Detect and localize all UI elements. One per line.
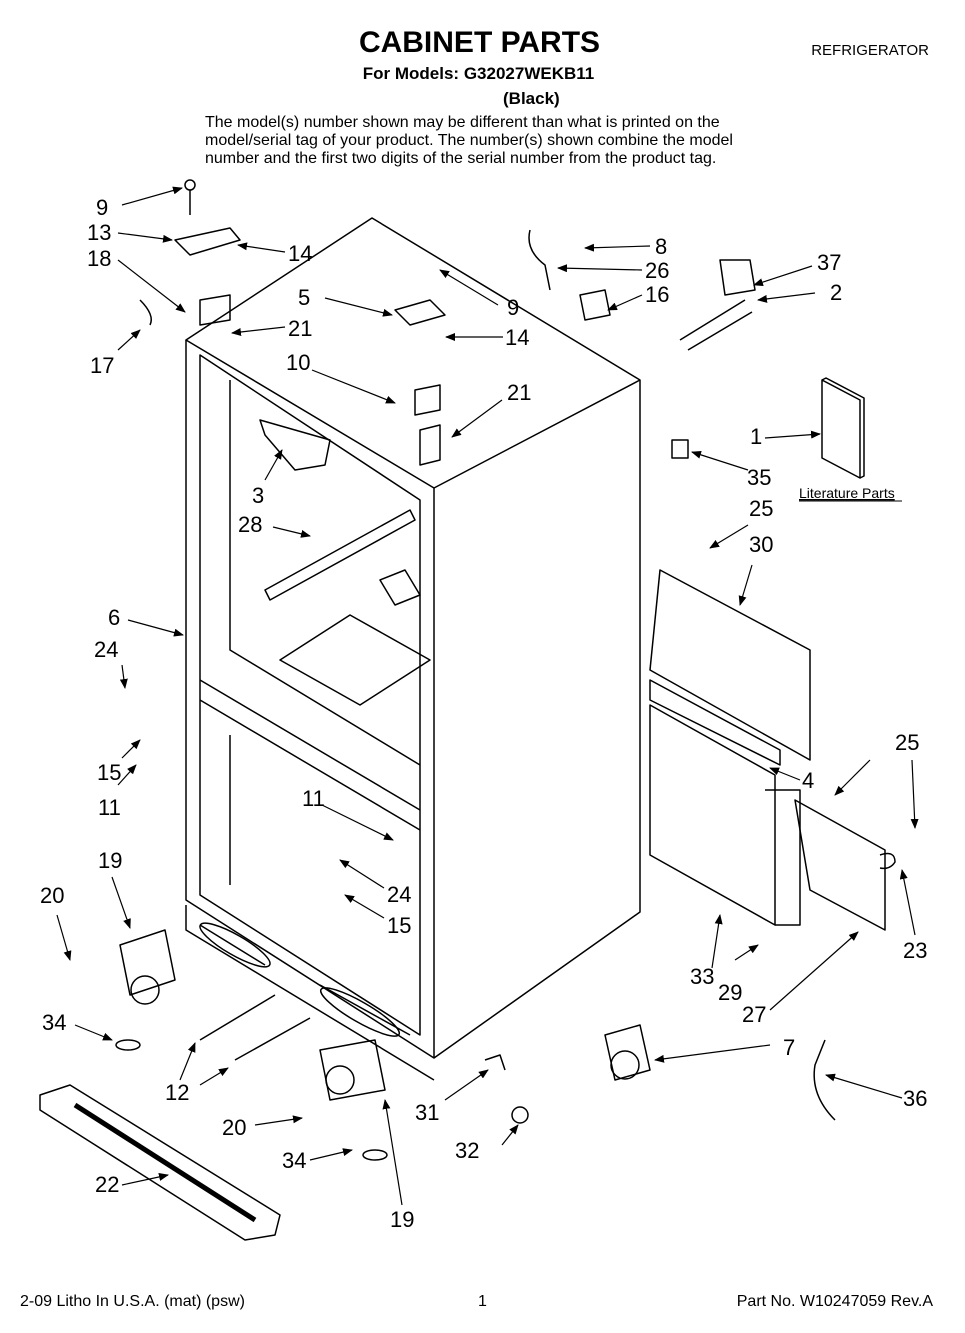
control-bracket: [794, 799, 886, 931]
literature-booklet: [821, 377, 865, 479]
callout-31: 31: [415, 1100, 439, 1125]
literature-parts-label: Literature Parts: [799, 485, 895, 501]
callout-29: 29: [718, 980, 742, 1005]
models-line: For Models: G32027WEKB11: [0, 64, 965, 84]
callout-15b: 15: [387, 913, 411, 938]
callout-19: 19: [98, 848, 122, 873]
callout-8: 8: [655, 234, 667, 259]
page-number: 1: [478, 1293, 487, 1310]
callout-33: 33: [690, 964, 714, 989]
callout-2: 2: [830, 280, 842, 305]
callout-5: 5: [298, 285, 310, 310]
callout-24: 24: [94, 637, 118, 662]
callout-11b: 11: [302, 786, 325, 811]
top-hinge-right: [394, 299, 446, 466]
callout-14b: 14: [505, 325, 529, 350]
callout-25b: 25: [895, 730, 919, 755]
footer-print-info: 2-09 Litho In U.S.A. (mat) (psw): [20, 1293, 245, 1310]
color-label: (Black): [503, 89, 560, 108]
callout-labels: 9 13 18 17 14 21 5 9 14 10 21 3 28 8 26 …: [40, 195, 927, 1232]
top-hinge-left: [174, 179, 241, 326]
callout-10: 10: [286, 350, 310, 375]
machine-compartment-cover: [649, 704, 801, 926]
callout-15: 15: [97, 760, 121, 785]
callout-12: 12: [165, 1080, 189, 1105]
callout-21: 21: [288, 316, 312, 341]
callout-32: 32: [455, 1138, 479, 1163]
page-title: CABINET PARTS: [0, 26, 965, 60]
callout-13: 13: [87, 220, 111, 245]
part-number: Part No. W10247059 Rev.A: [736, 1293, 933, 1310]
callout-34: 34: [42, 1010, 66, 1035]
callout-26: 26: [645, 258, 669, 283]
callout-23: 23: [903, 938, 927, 963]
models-text: For Models: G32027WEKB11: [362, 64, 595, 83]
callout-18: 18: [87, 246, 111, 271]
rods: [199, 994, 311, 1061]
callout-22: 22: [95, 1172, 119, 1197]
callout-24b: 24: [387, 882, 411, 907]
callout-16: 16: [645, 282, 669, 307]
callout-1: 1: [750, 424, 762, 449]
misc-small-parts: [484, 229, 896, 1124]
roller-assemblies: [115, 929, 651, 1161]
callout-27: 27: [742, 1002, 766, 1027]
water-tube: [139, 259, 756, 351]
callout-37: 37: [817, 250, 841, 275]
leader-arrows: [56, 186, 919, 1206]
callout-11: 11: [98, 795, 121, 820]
callout-17: 17: [90, 353, 114, 378]
callout-4: 4: [802, 768, 814, 793]
toe-grille: [39, 1084, 281, 1241]
callout-34b: 34: [282, 1148, 306, 1173]
callout-28: 28: [238, 512, 262, 537]
door-stop: [259, 419, 331, 471]
model-note: The model(s) number shown may be differe…: [205, 114, 733, 167]
callout-36: 36: [903, 1086, 927, 1111]
callout-9b: 9: [507, 295, 519, 320]
cabinet-body: [185, 217, 641, 1081]
callout-20b: 20: [222, 1115, 246, 1140]
back-panel: [649, 569, 811, 766]
callout-30: 30: [749, 532, 773, 557]
vent-grille: [379, 569, 421, 606]
callout-6: 6: [108, 605, 120, 630]
callout-9: 9: [96, 195, 108, 220]
callout-25: 25: [749, 496, 773, 521]
callout-19b: 19: [390, 1207, 414, 1232]
category-label: REFRIGERATOR: [811, 42, 929, 59]
callout-7: 7: [783, 1035, 795, 1060]
callout-21b: 21: [507, 380, 531, 405]
callout-20: 20: [40, 883, 64, 908]
callout-14: 14: [288, 241, 312, 266]
title-text: CABINET PARTS: [358, 26, 601, 59]
callout-3: 3: [252, 483, 264, 508]
callout-35: 35: [747, 465, 771, 490]
